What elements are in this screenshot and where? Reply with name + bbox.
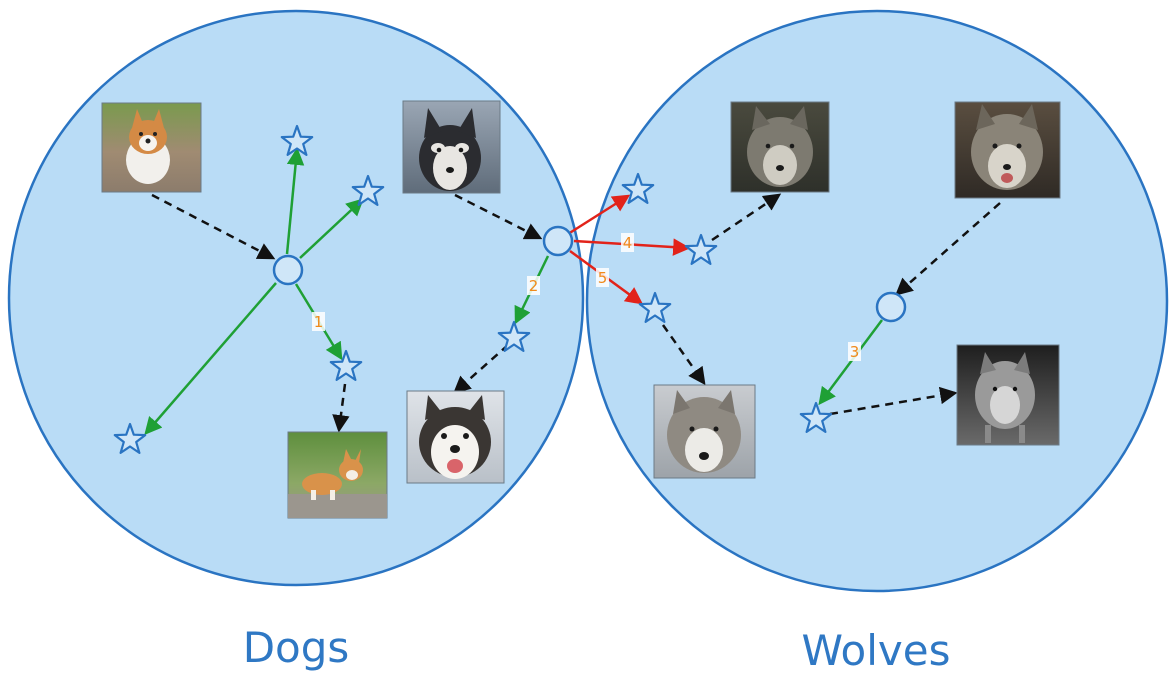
wolves-center-node: [875, 291, 907, 323]
star-nodes: [113, 124, 833, 454]
husky-photo-1: [402, 100, 501, 194]
wolf-photo-3: [653, 384, 756, 479]
corgi-photo-1: [101, 102, 202, 193]
wolf-photo-4: [956, 344, 1060, 446]
star-dogs-top: [280, 124, 314, 156]
svg-text:5: 5: [598, 269, 608, 287]
wolf-photo-2: [954, 101, 1061, 199]
husky-photo-2: [406, 390, 505, 484]
svg-text:4: 4: [623, 234, 633, 252]
star-wolves-middle: [638, 291, 672, 323]
corgi-photo-2: [287, 431, 388, 519]
dogs-label: Dogs: [243, 623, 350, 672]
wolf-photo-1: [730, 101, 830, 193]
wolves-label: Wolves: [801, 626, 950, 675]
edge-label-5: 5: [596, 268, 609, 287]
star-wolves-upper: [684, 233, 718, 265]
star-wolves-lower-left: [799, 401, 833, 433]
star-dogs-middle: [329, 349, 363, 381]
star-wolves-top: [621, 172, 655, 204]
edge-label-4: 4: [621, 233, 634, 252]
star-bridge-left: [497, 320, 531, 352]
dogs-center-node: [272, 254, 304, 286]
star-dogs-upper-right: [351, 174, 385, 206]
star-dogs-lower-left: [113, 422, 147, 454]
dogs-dashed-arrows: [151, 193, 543, 433]
svg-text:1: 1: [314, 313, 324, 331]
edge-label-1: 1: [312, 312, 325, 331]
edge-label-2: 2: [527, 276, 540, 295]
wolves-dashed-arrows: [661, 193, 1001, 416]
wolves-green-arrow: [818, 319, 884, 406]
bridge-node: [542, 225, 574, 257]
svg-text:2: 2: [529, 277, 539, 295]
svg-text:3: 3: [850, 343, 860, 361]
edge-label-3: 3: [848, 342, 861, 361]
